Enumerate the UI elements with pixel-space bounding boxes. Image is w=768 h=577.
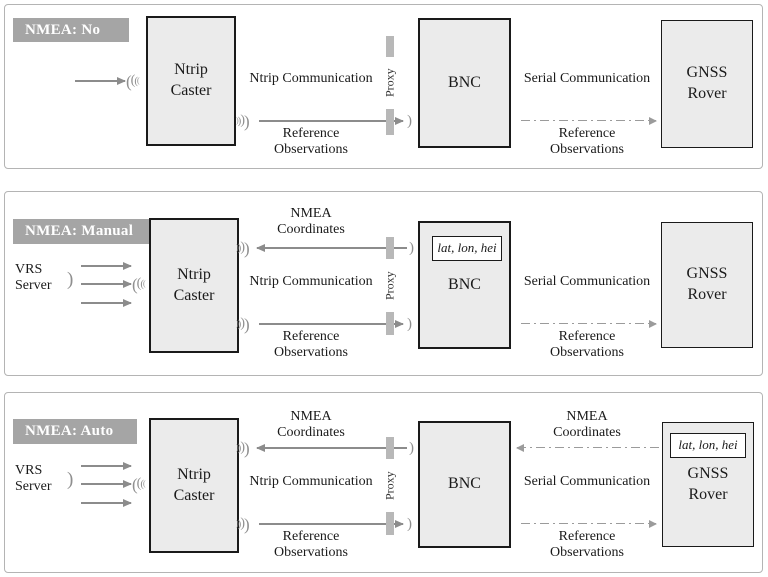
radio-waves-in-icon: (((( <box>132 274 146 294</box>
vrs-arrow <box>81 499 132 507</box>
dashdot-arrow-bnc-to-rover <box>521 116 657 125</box>
proxy-label: Proxy <box>382 471 397 501</box>
serial-communication-label: Serial Communication <box>523 274 651 289</box>
radio-waves-out-icon: )))) <box>236 238 250 258</box>
lat-lon-hei-box: lat, lon, hei <box>432 236 502 261</box>
badge-nmea-auto: NMEA: Auto <box>13 419 137 444</box>
arrow-bnc-to-caster-nmea <box>256 244 407 252</box>
serial-communication-label: Serial Communication <box>523 71 651 86</box>
nmea-coordinates-label: NMEA Coordinates <box>553 409 621 441</box>
proxy-bar <box>386 36 394 57</box>
badge-nmea-manual: NMEA: Manual <box>13 219 151 244</box>
antenna-paren-icon: ) <box>409 440 414 456</box>
arrowhead-right-icon <box>123 280 132 288</box>
bnc-box: lat, lon, hei BNC <box>418 221 511 349</box>
proxy-bar <box>386 237 394 259</box>
arrowhead-right-icon <box>395 117 404 125</box>
antenna-paren-icon: ) <box>409 240 414 256</box>
antenna-paren-icon: ) <box>407 516 412 532</box>
lat-lon-hei-box: lat, lon, hei <box>670 433 746 458</box>
arrow-caster-to-bnc <box>259 117 404 125</box>
proxy-bar <box>386 312 394 335</box>
antenna-paren-icon: ) <box>407 316 412 332</box>
reference-observations-label: Reference Observations <box>274 126 348 158</box>
reference-observations-label: Reference Observations <box>274 529 348 561</box>
antenna-paren-icon: ) <box>67 269 74 290</box>
ntrip-caster-box: Ntrip Caster <box>149 418 239 553</box>
antenna-paren-icon: ) <box>67 469 74 490</box>
ntrip-communication-label: Ntrip Communication <box>249 274 373 289</box>
radio-waves-out-icon: )))) <box>236 314 250 334</box>
arrowhead-right-icon <box>395 320 404 328</box>
panel-nmea-manual: NMEA: Manual VRS Server ) (((( Ntrip Cas… <box>4 191 763 376</box>
vrs-arrow <box>81 462 132 470</box>
reference-observations-label: Reference Observations <box>550 529 624 561</box>
arrow-caster-to-bnc <box>259 520 404 528</box>
dashdot-arrow-rover-to-bnc-nmea <box>516 443 659 452</box>
ntrip-caster-box: Ntrip Caster <box>149 218 239 353</box>
arrow-bnc-to-caster-nmea <box>256 444 407 452</box>
arrowhead-right-icon <box>649 116 657 125</box>
vrs-server-label: VRS Server <box>15 262 52 294</box>
bnc-box: BNC <box>418 18 511 148</box>
arrowhead-right-icon <box>649 519 657 528</box>
proxy-label: Proxy <box>382 271 397 301</box>
reference-observations-label: Reference Observations <box>550 126 624 158</box>
arrow-caster-to-bnc <box>259 320 404 328</box>
vrs-arrow <box>81 480 132 488</box>
dashdot-arrow-bnc-to-rover <box>521 319 657 328</box>
bnc-box: BNC <box>418 421 511 548</box>
arrowhead-left-icon <box>256 244 265 252</box>
proxy-bar <box>386 512 394 535</box>
nmea-coordinates-label: NMEA Coordinates <box>277 409 345 441</box>
vrs-arrow <box>81 280 132 288</box>
arrowhead-right-icon <box>123 480 132 488</box>
radio-waves-out-icon: )))) <box>236 438 250 458</box>
gnss-rover-box: lat, lon, hei GNSS Rover <box>662 422 754 547</box>
ntrip-communication-label: Ntrip Communication <box>249 474 373 489</box>
serial-communication-label: Serial Communication <box>523 474 651 489</box>
vrs-server-label: VRS Server <box>15 463 52 495</box>
arrowhead-right-icon <box>123 462 132 470</box>
arrowhead-left-icon <box>516 443 524 452</box>
ntrip-caster-box: Ntrip Caster <box>146 16 236 146</box>
panel-nmea-no: NMEA: No (((( Ntrip Caster Ntrip Communi… <box>4 4 763 169</box>
badge-nmea-no: NMEA: No <box>13 18 129 42</box>
proxy-bar <box>386 437 394 459</box>
gnss-rover-box: GNSS Rover <box>661 222 753 348</box>
reference-observations-label: Reference Observations <box>274 329 348 361</box>
proxy-bar <box>386 109 394 135</box>
antenna-paren-icon: ) <box>407 113 412 129</box>
ntrip-communication-label: Ntrip Communication <box>249 71 373 86</box>
arrowhead-right-icon <box>123 299 132 307</box>
vrs-arrow <box>81 262 132 270</box>
arrowhead-left-icon <box>256 444 265 452</box>
arrowhead-right-icon <box>123 499 132 507</box>
gnss-rover-box: GNSS Rover <box>661 20 753 148</box>
arrowhead-right-icon <box>117 77 126 85</box>
bnc-label: BNC <box>448 275 481 293</box>
panel-nmea-auto: NMEA: Auto VRS Server ) (((( Ntrip Caste… <box>4 392 763 573</box>
arrowhead-right-icon <box>649 319 657 328</box>
radio-waves-out-icon: )))) <box>236 111 250 131</box>
arrowhead-right-icon <box>395 520 404 528</box>
arrow-into-caster <box>75 77 126 85</box>
radio-waves-out-icon: )))) <box>236 514 250 534</box>
dashdot-arrow-bnc-to-rover <box>521 519 657 528</box>
radio-waves-in-icon: (((( <box>126 71 140 91</box>
gnss-rover-label: GNSS Rover <box>687 464 729 503</box>
nmea-coordinates-label: NMEA Coordinates <box>277 206 345 238</box>
arrowhead-right-icon <box>123 262 132 270</box>
proxy-label: Proxy <box>382 68 397 98</box>
radio-waves-in-icon: (((( <box>132 474 146 494</box>
reference-observations-label: Reference Observations <box>550 329 624 361</box>
vrs-arrow <box>81 299 132 307</box>
